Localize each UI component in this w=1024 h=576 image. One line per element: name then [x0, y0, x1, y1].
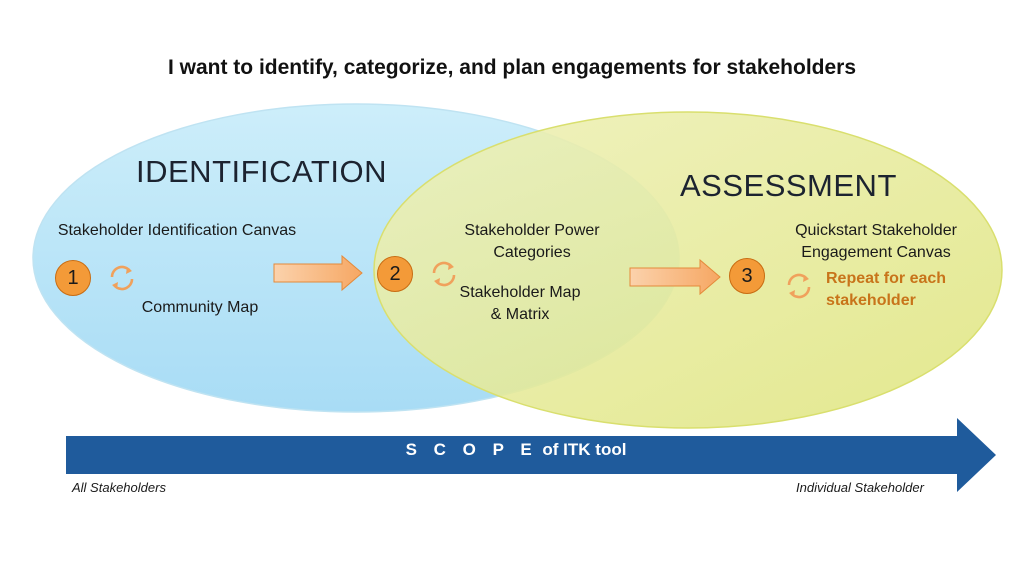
stakeholder-power-categories-label: Stakeholder Power Categories: [464, 222, 600, 261]
flow-arrow-1: [273, 254, 363, 292]
cycle-arrows-icon: [432, 261, 456, 287]
scope-label: S C O P E of ITK tool: [66, 440, 966, 460]
identification-heading: IDENTIFICATION: [136, 154, 387, 189]
flow-arrow-2: [629, 258, 721, 296]
stakeholder-identification-canvas-label: Stakeholder Identification Canvas: [57, 222, 297, 239]
individual-stakeholder-label: Individual Stakeholder: [796, 480, 924, 495]
stakeholder-map-matrix-label: Stakeholder Map & Matrix: [459, 284, 581, 323]
step-3-badge: 3: [729, 258, 765, 294]
all-stakeholders-label: All Stakeholders: [72, 480, 166, 495]
scope-word: S C O P E: [405, 440, 538, 459]
assessment-heading: ASSESSMENT: [680, 168, 897, 203]
scope-arrow: [66, 418, 996, 492]
scope-rest: of ITK tool: [542, 440, 627, 459]
community-map-label: Community Map: [141, 299, 259, 316]
quickstart-engagement-canvas-label: Quickstart Stakeholder Engagement Canvas: [795, 222, 957, 261]
repeat-for-each-stakeholder-label: Repeat for each stakeholder: [826, 270, 947, 309]
cycle-arrows-icon: [110, 265, 134, 291]
page-title: I want to identify, categorize, and plan…: [167, 56, 857, 79]
cycle-arrows-icon: [787, 273, 811, 299]
step-1-badge: 1: [55, 260, 91, 296]
step-2-badge: 2: [377, 256, 413, 292]
